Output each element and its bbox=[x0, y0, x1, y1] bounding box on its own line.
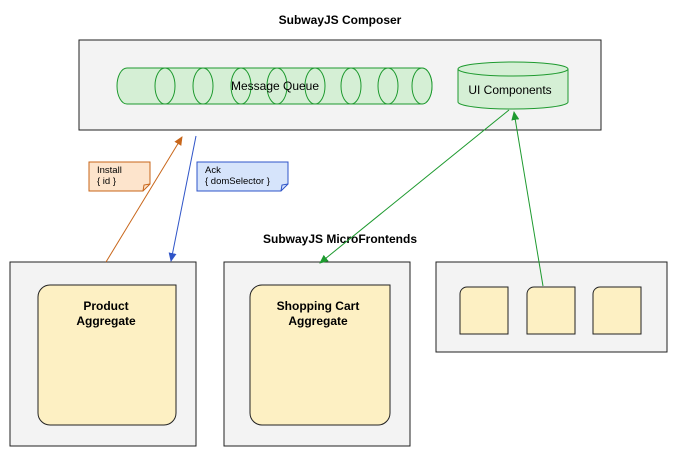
install-note: Install { id } bbox=[88, 161, 151, 192]
install-note-fold bbox=[142, 183, 151, 192]
ack-note-fold bbox=[280, 183, 289, 192]
product-aggregate-box bbox=[37, 284, 177, 426]
component-box-1 bbox=[459, 286, 509, 335]
install-arrow bbox=[105, 136, 183, 263]
ack-note: Ack { domSelector } bbox=[196, 161, 289, 192]
microfrontends-title: SubwayJS MicroFrontends bbox=[263, 232, 417, 246]
message-queue: Message Queue bbox=[116, 67, 433, 105]
composer-title: SubwayJS Composer bbox=[279, 13, 402, 27]
message-queue-label: Message Queue bbox=[231, 79, 319, 93]
message-queue-segment bbox=[154, 67, 176, 105]
message-queue-segment bbox=[230, 67, 252, 105]
message-queue-segment bbox=[266, 67, 288, 105]
component-box-3 bbox=[592, 286, 642, 335]
message-queue-end-cap bbox=[411, 67, 433, 105]
ui-components-label: UI Components bbox=[468, 83, 551, 97]
component-to-ui-arrow bbox=[511, 111, 544, 287]
shopping-cart-aggregate-box bbox=[249, 284, 391, 426]
ui-to-shopping-cart-arrow bbox=[319, 109, 510, 264]
message-queue-segment bbox=[340, 67, 362, 105]
message-queue-segment bbox=[192, 67, 214, 105]
product-aggregate-line1: Product bbox=[83, 299, 128, 313]
product-aggregate-line2: Aggregate bbox=[76, 314, 136, 328]
ui-components-store: UI Components bbox=[457, 61, 569, 110]
ui-components-body bbox=[457, 69, 569, 110]
shopping-cart-aggregate-line1: Shopping Cart bbox=[277, 299, 360, 313]
ack-note-shape bbox=[196, 161, 289, 192]
ack-arrow bbox=[168, 135, 197, 262]
ack-note-line2: { domSelector } bbox=[205, 176, 270, 187]
message-queue-segment bbox=[304, 67, 326, 105]
message-queue-segment bbox=[377, 67, 399, 105]
install-note-shape bbox=[88, 161, 151, 192]
install-note-line2: { id } bbox=[97, 176, 116, 187]
install-note-line1: Install bbox=[97, 165, 122, 176]
ui-components-top bbox=[457, 61, 569, 77]
ack-note-line1: Ack bbox=[205, 165, 221, 176]
shopping-cart-aggregate-line2: Aggregate bbox=[288, 314, 348, 328]
component-box-2 bbox=[526, 286, 576, 335]
